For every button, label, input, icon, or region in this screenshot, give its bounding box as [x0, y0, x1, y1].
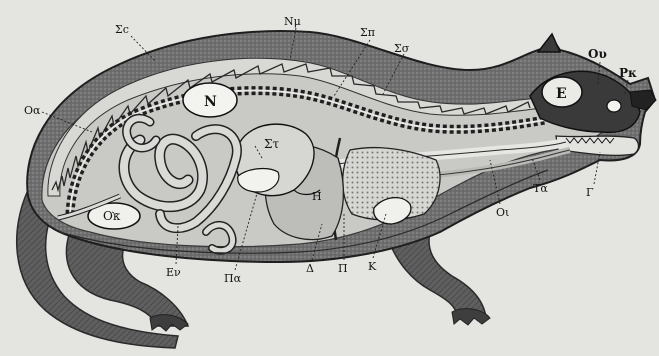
nose: [630, 90, 656, 110]
label-sigma-p: Σπ: [360, 26, 375, 39]
ear: [538, 34, 560, 52]
label-nu: Ν: [204, 94, 217, 110]
label-delta: Δ: [306, 262, 314, 275]
eye: [607, 100, 621, 112]
label-tau-alpha: Τα: [533, 182, 548, 195]
label-epsilon-nu: Εν: [166, 266, 181, 279]
label-omicron-iota: Οι: [496, 206, 509, 219]
label-sigma-t: Στ: [264, 137, 279, 151]
label-omicron-alpha: Οα: [24, 104, 41, 117]
label-omicron-k: Οκ: [103, 209, 121, 223]
label-sigma-s: Σσ: [394, 42, 410, 55]
label-rho-k: Ρκ: [619, 66, 637, 80]
label-nm: Νμ: [284, 15, 301, 28]
label-pi-alpha: Πα: [224, 272, 242, 285]
label-epsilon: Ε: [556, 86, 567, 102]
label-gamma: Γ: [586, 186, 594, 199]
label-kappa: Κ: [368, 260, 377, 273]
label-omicron-u: Ου: [588, 47, 607, 61]
label-sigma-c: Σc: [115, 23, 129, 36]
label-eta: Η: [312, 190, 322, 203]
label-pi: Π: [338, 262, 348, 275]
